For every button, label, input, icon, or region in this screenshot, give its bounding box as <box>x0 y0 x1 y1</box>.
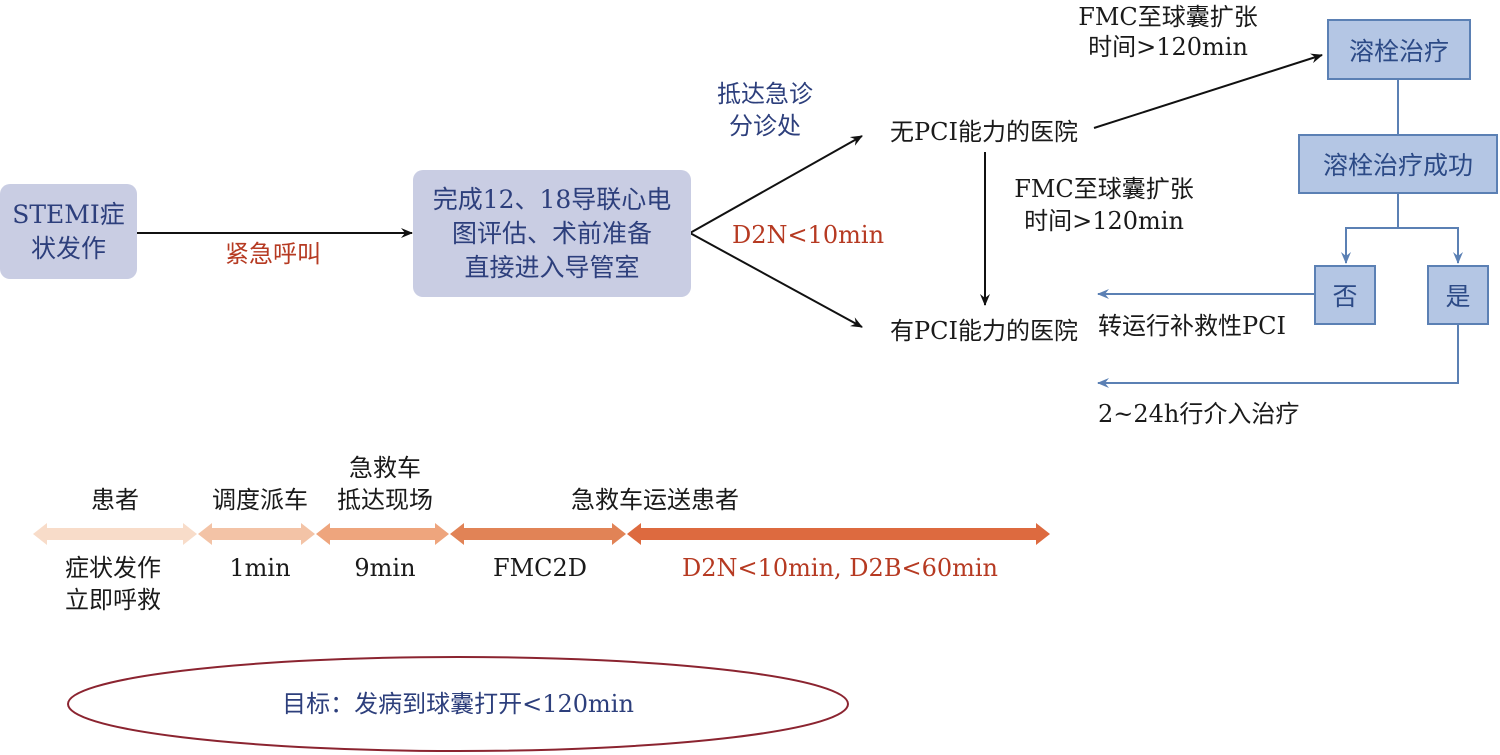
onset-box-line-1: STEMI症 <box>12 199 125 229</box>
timeline-arrow-1 <box>198 523 315 545</box>
fmc-top-line-1: FMC至球囊扩张 <box>1078 3 1258 31</box>
timeline-stage-patient-top: 患者 <box>91 486 139 514</box>
arrive-label-line-2: 分诊处 <box>729 112 801 140</box>
fmc-top-label: FMC至球囊扩张 时间>120min <box>1058 2 1278 62</box>
no-box: 否 <box>1314 265 1376 325</box>
fmc-mid-line-1: FMC至球囊扩张 <box>1014 175 1194 203</box>
arrow-ecg-to-no-pci <box>689 135 863 234</box>
timeline-stage-dispatch-top: 调度派车 <box>212 486 308 514</box>
thrombolysis-success-box: 溶栓治疗成功 <box>1298 134 1498 194</box>
timeline-stage-transport-bottom: FMC2D <box>492 554 588 582</box>
onset-box: STEMI症 状发作 <box>0 184 137 279</box>
timeline-stage-transport-top: 急救车运送患者 <box>571 486 739 514</box>
ecg-box-line-1: 完成12、18导联心电 <box>432 184 672 214</box>
timeline-stage-patient-bottom: 症状发作 立即呼救 <box>48 552 178 616</box>
ecg-box-line-2: 图评估、术前准备 <box>451 218 652 248</box>
timeline-arrow-3 <box>450 523 626 545</box>
timeline-arrow-4 <box>627 523 1050 545</box>
onset-box-line-2: 状发作 <box>30 233 106 263</box>
pci-hospital: 有PCI能力的医院 <box>890 317 1078 345</box>
goal-ellipse <box>67 656 849 752</box>
arrive-label: 抵达急诊 分诊处 <box>690 78 840 142</box>
yes-box: 是 <box>1427 265 1489 325</box>
arrow-no-pci-to-thrombolysis <box>1093 53 1323 129</box>
ecg-box-line-3: 直接进入导管室 <box>464 252 640 282</box>
arrive-label-line-1: 抵达急诊 <box>717 80 813 108</box>
timeline-stage-hospital-bottom: D2N<10min, D2B<60min <box>682 554 998 582</box>
timeline-arrow-2 <box>316 523 449 545</box>
call-label: 紧急呼叫 <box>225 240 321 268</box>
timeline-arrive-top-line-1: 急救车 <box>349 454 421 482</box>
no-pci-hospital: 无PCI能力的医院 <box>890 118 1078 146</box>
timeline-stage-arrive-bottom: 9min <box>354 554 416 582</box>
timeline-arrive-top-line-2: 抵达现场 <box>337 486 433 514</box>
arrow-yes-to-intervention <box>1097 323 1459 388</box>
connector-success-branch <box>1345 194 1459 260</box>
d2n-label: D2N<10min <box>731 221 885 249</box>
ecg-box: 完成12、18导联心电 图评估、术前准备 直接进入导管室 <box>413 170 691 297</box>
thrombolysis-box: 溶栓治疗 <box>1327 19 1471 80</box>
timeline-arrow-0 <box>33 523 197 545</box>
fmc-top-line-2: 时间>120min <box>1088 33 1248 61</box>
timeline-arrows <box>33 523 1050 545</box>
timeline-stage-dispatch-bottom: 1min <box>229 554 291 582</box>
timeline-patient-bottom-line-2: 立即呼救 <box>65 586 161 614</box>
rescue-pci-label: 转运行补救性PCI <box>1098 312 1286 340</box>
intervention-label: 2~24h行介入治疗 <box>1098 400 1300 428</box>
timeline-patient-bottom-line-1: 症状发作 <box>65 554 161 582</box>
fmc-mid-label: FMC至球囊扩张 时间>120min <box>994 173 1214 237</box>
arrow-ecg-to-pci <box>689 232 863 328</box>
fmc-mid-line-2: 时间>120min <box>1024 207 1184 235</box>
goal-text: 目标：发病到球囊打开<120min <box>282 690 634 718</box>
timeline-stage-arrive-top: 急救车 抵达现场 <box>320 452 450 516</box>
